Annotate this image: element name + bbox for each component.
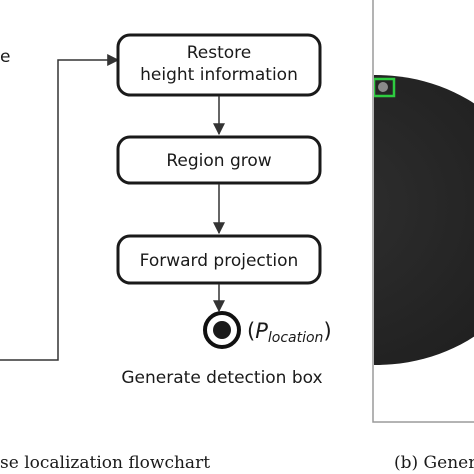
end-node: (Plocation) xyxy=(203,311,332,349)
end-node-label-sub: location xyxy=(268,330,324,346)
node-forward-projection: Forward projection xyxy=(116,234,322,285)
node-region-grow-label: Region grow xyxy=(166,151,271,171)
partial-left-label: e xyxy=(0,47,10,67)
end-node-label: (Plocation) xyxy=(247,319,332,346)
end-node-label-close: ) xyxy=(323,319,331,343)
node-forward-projection-box xyxy=(116,234,322,285)
node-region-grow-box xyxy=(116,135,322,185)
caption-left: se localization flowchart xyxy=(0,453,210,473)
node-restore-height-box xyxy=(116,33,322,97)
end-node-dot xyxy=(213,321,231,339)
end-node-caption: Generate detection box xyxy=(121,368,322,388)
image-panel xyxy=(372,0,474,423)
end-node-label-main: P xyxy=(255,319,268,343)
detected-particle xyxy=(378,82,388,92)
end-node-label-open: ( xyxy=(247,319,255,343)
feedback-arrow xyxy=(0,54,120,361)
detection-box xyxy=(374,77,396,98)
node-forward-projection-label: Forward projection xyxy=(140,251,299,271)
node-restore-height-line1: Restore xyxy=(187,43,252,63)
node-restore-height: Restore height information xyxy=(116,33,322,97)
image-panel-disc xyxy=(374,75,474,365)
caption-right: (b) Gener xyxy=(394,453,474,473)
node-region-grow: Region grow xyxy=(116,135,322,185)
node-restore-height-line2: height information xyxy=(140,65,298,85)
